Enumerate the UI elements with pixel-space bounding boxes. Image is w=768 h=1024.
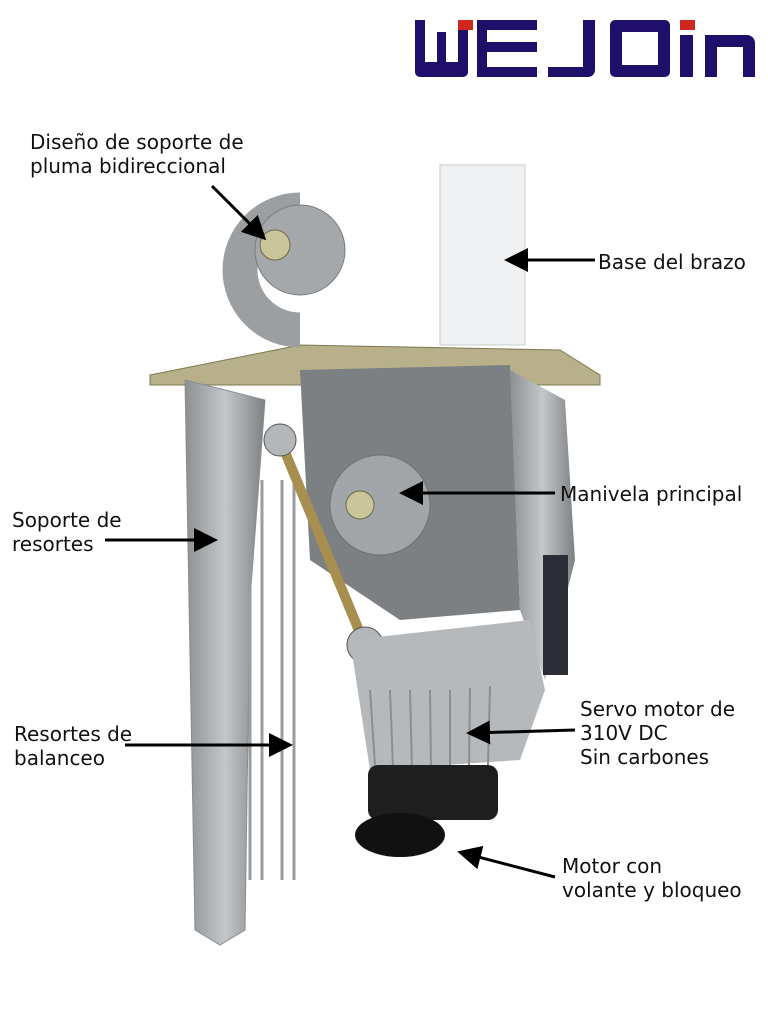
callout-arrows	[105, 184, 595, 879]
label-spring-support: Soporte de resortes	[12, 508, 122, 556]
label-flywheel-motor: Motor con volante y bloqueo	[562, 854, 742, 902]
main-crank	[329, 454, 431, 556]
arrow-bidirectional	[210, 184, 267, 241]
label-bidirectional: Diseño de soporte de pluma bidireccional	[30, 130, 244, 178]
barrier-mechanism	[149, 164, 601, 946]
label-servo-motor: Servo motor de 310V DC Sin carbones	[580, 697, 736, 769]
handwheel	[355, 813, 445, 857]
arm-base	[439, 164, 526, 346]
label-main-crank: Manivela principal	[560, 482, 743, 506]
balance-springs	[248, 480, 296, 880]
label-arm-base: Base del brazo	[598, 250, 746, 274]
connecting-rod	[275, 438, 370, 647]
spring-support	[184, 379, 266, 946]
arrow-servo-motor	[466, 720, 576, 745]
pivot-disc	[254, 204, 346, 296]
flywheel-motor	[368, 765, 498, 820]
arrow-flywheel-motor	[457, 845, 556, 879]
wejoin-logo	[415, 20, 755, 77]
label-balance-springs: Resortes de balanceo	[14, 722, 133, 770]
servo-motor	[350, 620, 545, 770]
